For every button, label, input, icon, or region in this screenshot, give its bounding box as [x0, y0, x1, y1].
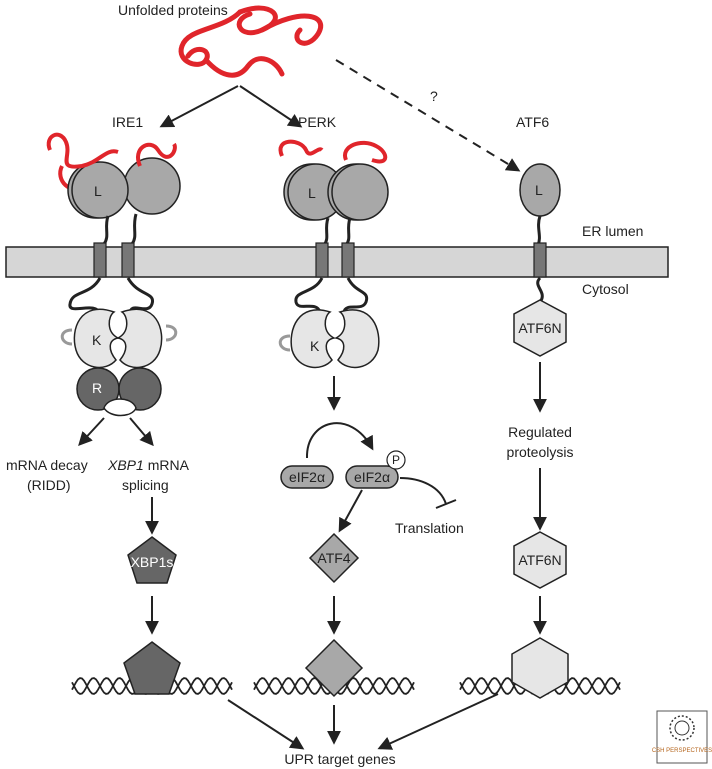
- eif2a-p-label: eIF2α: [354, 469, 390, 485]
- arrow-atf6n-to-targets: [377, 693, 499, 750]
- perk-label: PERK: [298, 114, 337, 130]
- arrow-to-xbp1-splicing: [129, 417, 154, 447]
- atf6n-hexagon-top: [513, 299, 567, 357]
- xbp1s-pentagon: [127, 536, 177, 584]
- eif2a-p-pill: [345, 465, 399, 489]
- cytosol-label: Cytosol: [582, 281, 629, 297]
- inhibit-translation-bar: [435, 499, 457, 509]
- upr-target-genes-label: UPR target genes: [284, 751, 395, 767]
- atf6-luminal-domain: L: [519, 163, 561, 217]
- ridd-label: (RIDD): [27, 477, 71, 493]
- atf4-label: ATF4: [317, 550, 350, 566]
- phosphate-label: P: [392, 453, 400, 467]
- atf4-bound-to-dna: [304, 638, 364, 698]
- question-mark: ?: [430, 88, 438, 104]
- eif2a-label: eIF2α: [289, 469, 325, 485]
- phosphorylation-arc: [305, 422, 374, 459]
- ire1-rnase-domain: R: [76, 367, 162, 417]
- xbp1-gene-name: XBP1: [107, 457, 144, 473]
- ire1-label: IRE1: [112, 114, 143, 130]
- ire1-luminal-domains: L: [46, 132, 181, 219]
- translation-label: Translation: [395, 520, 464, 536]
- atf6n-bound-to-dna: [511, 637, 569, 699]
- perk-transmembrane: [294, 217, 369, 313]
- ire1-kinase-domains: K: [60, 308, 178, 369]
- inhibit-translation-line: [399, 477, 447, 505]
- perk-kinase-domains: K: [278, 309, 380, 369]
- perk-luminal-domains: L: [278, 139, 389, 221]
- er-lumen-label: ER lumen: [582, 223, 643, 239]
- atf6-label: ATF6: [516, 114, 549, 130]
- ire1-k-label: K: [92, 332, 102, 348]
- eif2a-pill: [280, 465, 334, 489]
- atf6n-label-top: ATF6N: [518, 320, 561, 336]
- phosphate-circle: [386, 450, 406, 470]
- arrow-to-ire1: [159, 85, 239, 128]
- unfolded-protein-ribbon: [178, 5, 323, 78]
- mrna-decay-label: mRNA decay: [6, 457, 88, 473]
- arrow-xbp1s-to-targets: [227, 699, 305, 750]
- logo-text: CSH PERSPECTIVES: [652, 748, 712, 754]
- unfolded-proteins-label: Unfolded proteins: [118, 2, 228, 18]
- dashed-arrow-to-atf6: [335, 59, 521, 172]
- atf4-diamond: [308, 532, 360, 584]
- perk-l-label: L: [308, 185, 316, 201]
- atf6n-label-bottom: ATF6N: [518, 552, 561, 568]
- regulated-label: Regulated: [508, 424, 572, 440]
- arrow-to-perk: [239, 85, 303, 128]
- atf6-linker: [536, 276, 544, 303]
- arrow-to-atf4: [338, 489, 363, 533]
- splicing-label: splicing: [122, 477, 169, 493]
- mrna-word: mRNA: [144, 457, 190, 473]
- atf6-stalk: [536, 215, 542, 246]
- atf6-l-label: L: [535, 182, 543, 198]
- ire1-transmembrane: [68, 213, 155, 315]
- er-membrane: [5, 246, 669, 278]
- arrow-to-ridd: [78, 417, 105, 447]
- ire1-r-label: R: [92, 380, 102, 396]
- atf6n-hexagon-bottom: [513, 531, 567, 589]
- xbp1s-label: XBP1s: [131, 554, 174, 570]
- csh-perspectives-logo: CSH PERSPECTIVES: [652, 710, 712, 764]
- xbp1-mrna-label: XBP1 mRNA: [107, 457, 190, 473]
- xbp1s-bound-to-dna: [123, 641, 181, 695]
- atf6-transmembrane: [533, 242, 547, 278]
- proteolysis-label: proteolysis: [507, 444, 574, 460]
- ire1-l-label: L: [94, 183, 102, 199]
- perk-k-label: K: [310, 338, 320, 354]
